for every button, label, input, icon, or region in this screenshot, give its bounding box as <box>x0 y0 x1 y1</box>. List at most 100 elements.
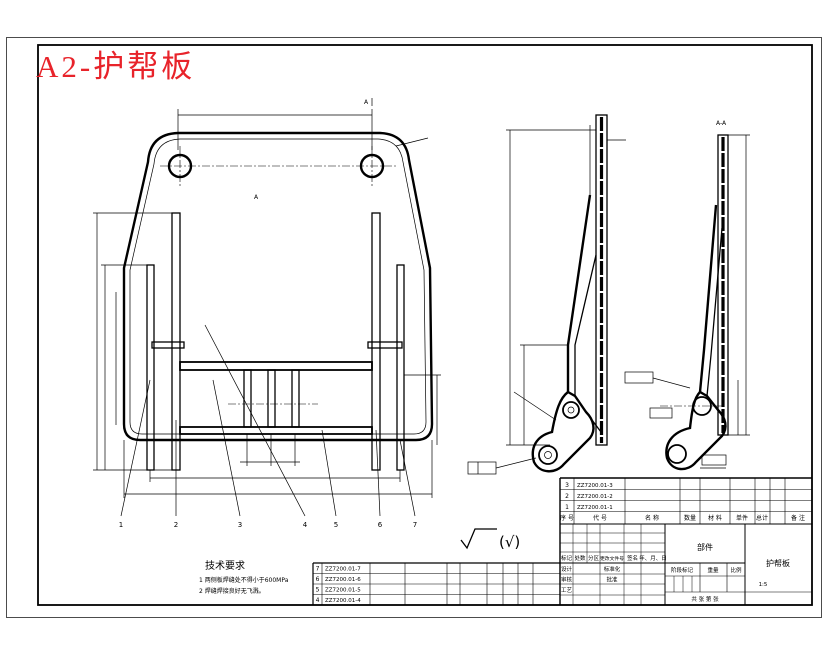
part-number: 3 <box>565 482 569 489</box>
part-number: 4 <box>316 597 320 604</box>
tech-requirement-note: 2 焊缝焊接良好无飞溅。 <box>199 587 265 595</box>
balloon-number: 4 <box>303 521 308 529</box>
parts-header-cell: 总计 <box>756 514 768 522</box>
rib <box>267 369 276 428</box>
section-view-label: A-A <box>716 120 727 127</box>
sheet-count: 共 张 第 张 <box>691 595 719 603</box>
part-number: 2 <box>565 493 569 500</box>
leader-line <box>399 439 416 517</box>
roughness-other-surfaces: (√) <box>499 533 520 551</box>
parts-header-cell: 名 称 <box>645 514 659 522</box>
part-code: ZZ7200.01-2 <box>577 494 613 500</box>
tolerance-frame <box>649 407 673 419</box>
plate-outline <box>122 131 434 442</box>
parts-header-cell: 单件 <box>736 514 748 522</box>
dim-radius-leader <box>395 137 429 147</box>
stage-header-cell: 重量 <box>707 566 719 574</box>
parts-header-cell: 代 号 <box>593 514 607 522</box>
signature-role: 工艺 <box>561 587 573 594</box>
drawing-title: A2-护帮板 <box>36 49 195 84</box>
outer-border <box>6 37 822 618</box>
signature-role: 设计 <box>561 565 573 573</box>
signature-role: 标准化 <box>604 565 621 573</box>
balloon-number: 3 <box>238 521 242 529</box>
side-view <box>467 114 626 475</box>
part-code: ZZ7200.01-6 <box>325 577 361 583</box>
part-number: 7 <box>316 566 320 573</box>
lug <box>531 390 595 473</box>
parts-header-cell: 数量 <box>684 514 696 522</box>
tech-requirement-note: 1 两侧板焊缝处不得小于600MPa <box>199 576 289 584</box>
roughness-symbol: (√) <box>460 528 520 551</box>
balloon-number: 7 <box>413 521 417 529</box>
tolerance-leader <box>652 377 691 389</box>
tolerance-leader <box>495 457 537 469</box>
leader-line <box>204 324 306 517</box>
cross-beam-lower <box>179 426 373 435</box>
part-number: 6 <box>316 576 320 583</box>
leader-line <box>212 379 241 517</box>
stage-header-cell: 阶段标记 <box>671 566 694 574</box>
balloon-number: 2 <box>174 521 178 529</box>
balloon-number: 6 <box>378 521 383 529</box>
tech-requirements-heading: 技术要求 <box>205 559 245 572</box>
revision-header-cell: 分区 <box>588 554 600 562</box>
drawing-scale: 1:5 <box>759 582 768 588</box>
part-number: 5 <box>316 587 320 594</box>
revision-header-cell: 年、月、日 <box>639 554 667 562</box>
upright-strip <box>595 114 608 446</box>
section-label-a-top: A <box>364 99 369 106</box>
stage-header-cell: 比例 <box>730 566 742 574</box>
arm-outer <box>698 204 718 393</box>
parts-header-cell: 序 号 <box>560 514 574 522</box>
arm-inner <box>574 254 597 396</box>
part-code: ZZ7200.01-5 <box>325 588 361 594</box>
parts-header-cell: 备 注 <box>791 514 805 522</box>
front-view-dimensions <box>93 109 441 498</box>
pin-hole-lower <box>538 445 558 465</box>
leader-line <box>321 429 337 517</box>
lug-link <box>585 411 602 433</box>
lug <box>665 390 727 471</box>
tolerance-frame <box>467 461 497 475</box>
rib <box>243 369 252 428</box>
pin-hole-upper-inner <box>567 406 575 414</box>
signature-role: 批准 <box>606 576 618 584</box>
part-number: 1 <box>565 504 569 511</box>
drawing-name: 护帮板 <box>766 558 790 568</box>
side-bar-right-outer <box>396 264 405 471</box>
technical-requirements: 技术要求 1 两侧板焊缝处不得小于600MPa 2 焊缝焊接良好无飞溅。 <box>199 559 289 595</box>
balloon-number: 1 <box>119 521 123 529</box>
tolerance-frame <box>701 454 727 466</box>
cross-beam-upper <box>179 361 373 371</box>
balloon-leaders <box>120 324 416 517</box>
leader-line <box>375 429 381 517</box>
section-label-a-mid: A <box>254 194 259 201</box>
signature-role: 审核 <box>561 576 573 584</box>
rib <box>291 369 300 428</box>
tab-left <box>151 341 185 349</box>
revision-header-cell: 标记 <box>561 554 573 562</box>
roughness-check-icon <box>460 528 497 550</box>
dim-angle <box>513 391 557 421</box>
leader-line <box>120 379 151 517</box>
plate-inner-outline <box>129 138 427 435</box>
drawing-category: 部件 <box>697 542 713 552</box>
tab-right <box>367 341 403 349</box>
pin-hole-lower <box>667 444 687 464</box>
pin-hole-lower-inner <box>544 451 552 459</box>
part-code: ZZ7200.01-1 <box>577 505 613 511</box>
revision-header-cell: 更改文件号 <box>600 555 624 562</box>
inner-border <box>37 44 813 606</box>
arm-inner <box>706 227 723 397</box>
parts-header-cell: 材 料 <box>708 514 722 522</box>
tolerance-frame <box>624 371 654 384</box>
part-code: ZZ7200.01-7 <box>325 567 361 573</box>
section-view-a-a: A-A <box>624 120 750 471</box>
revision-header-cell: 签名 <box>627 554 638 562</box>
